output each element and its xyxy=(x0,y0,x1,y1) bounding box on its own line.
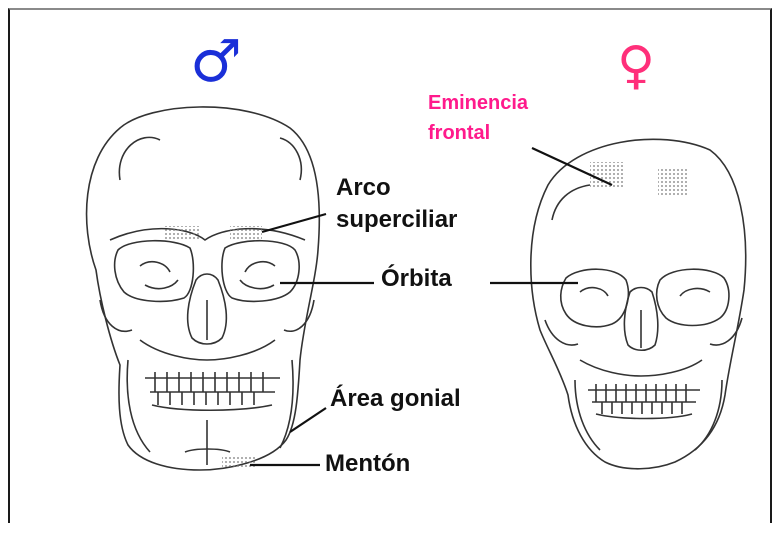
male-chin-dots xyxy=(222,456,256,468)
label-arco-line2: superciliar xyxy=(336,204,457,236)
female-frontal-dots-left xyxy=(590,162,624,188)
label-eminencia-line1: Eminencia xyxy=(428,88,528,118)
male-right-orbit xyxy=(222,241,299,302)
female-frontal-dots-right xyxy=(658,168,688,196)
male-brow-dots-left xyxy=(165,226,199,240)
female-symbol-icon: ♀ xyxy=(617,40,655,92)
label-area-gonial: Área gonial xyxy=(330,385,461,413)
label-eminencia-line2: frontal xyxy=(428,118,528,148)
female-right-orbit xyxy=(657,269,729,325)
male-brow-dots-right xyxy=(230,226,262,240)
male-skull xyxy=(87,107,320,470)
label-menton: Mentón xyxy=(325,450,410,478)
label-orbita: Órbita xyxy=(381,265,452,293)
label-arco-superciliar: Arco superciliar xyxy=(336,172,457,236)
male-symbol-icon: ♂ xyxy=(190,32,242,90)
label-eminencia-frontal: Eminencia frontal xyxy=(428,88,528,148)
male-left-orbit xyxy=(115,241,194,302)
leader-arco xyxy=(262,214,326,232)
female-left-orbit xyxy=(561,269,629,327)
female-skull xyxy=(531,139,746,468)
label-arco-line1: Arco xyxy=(336,172,457,204)
